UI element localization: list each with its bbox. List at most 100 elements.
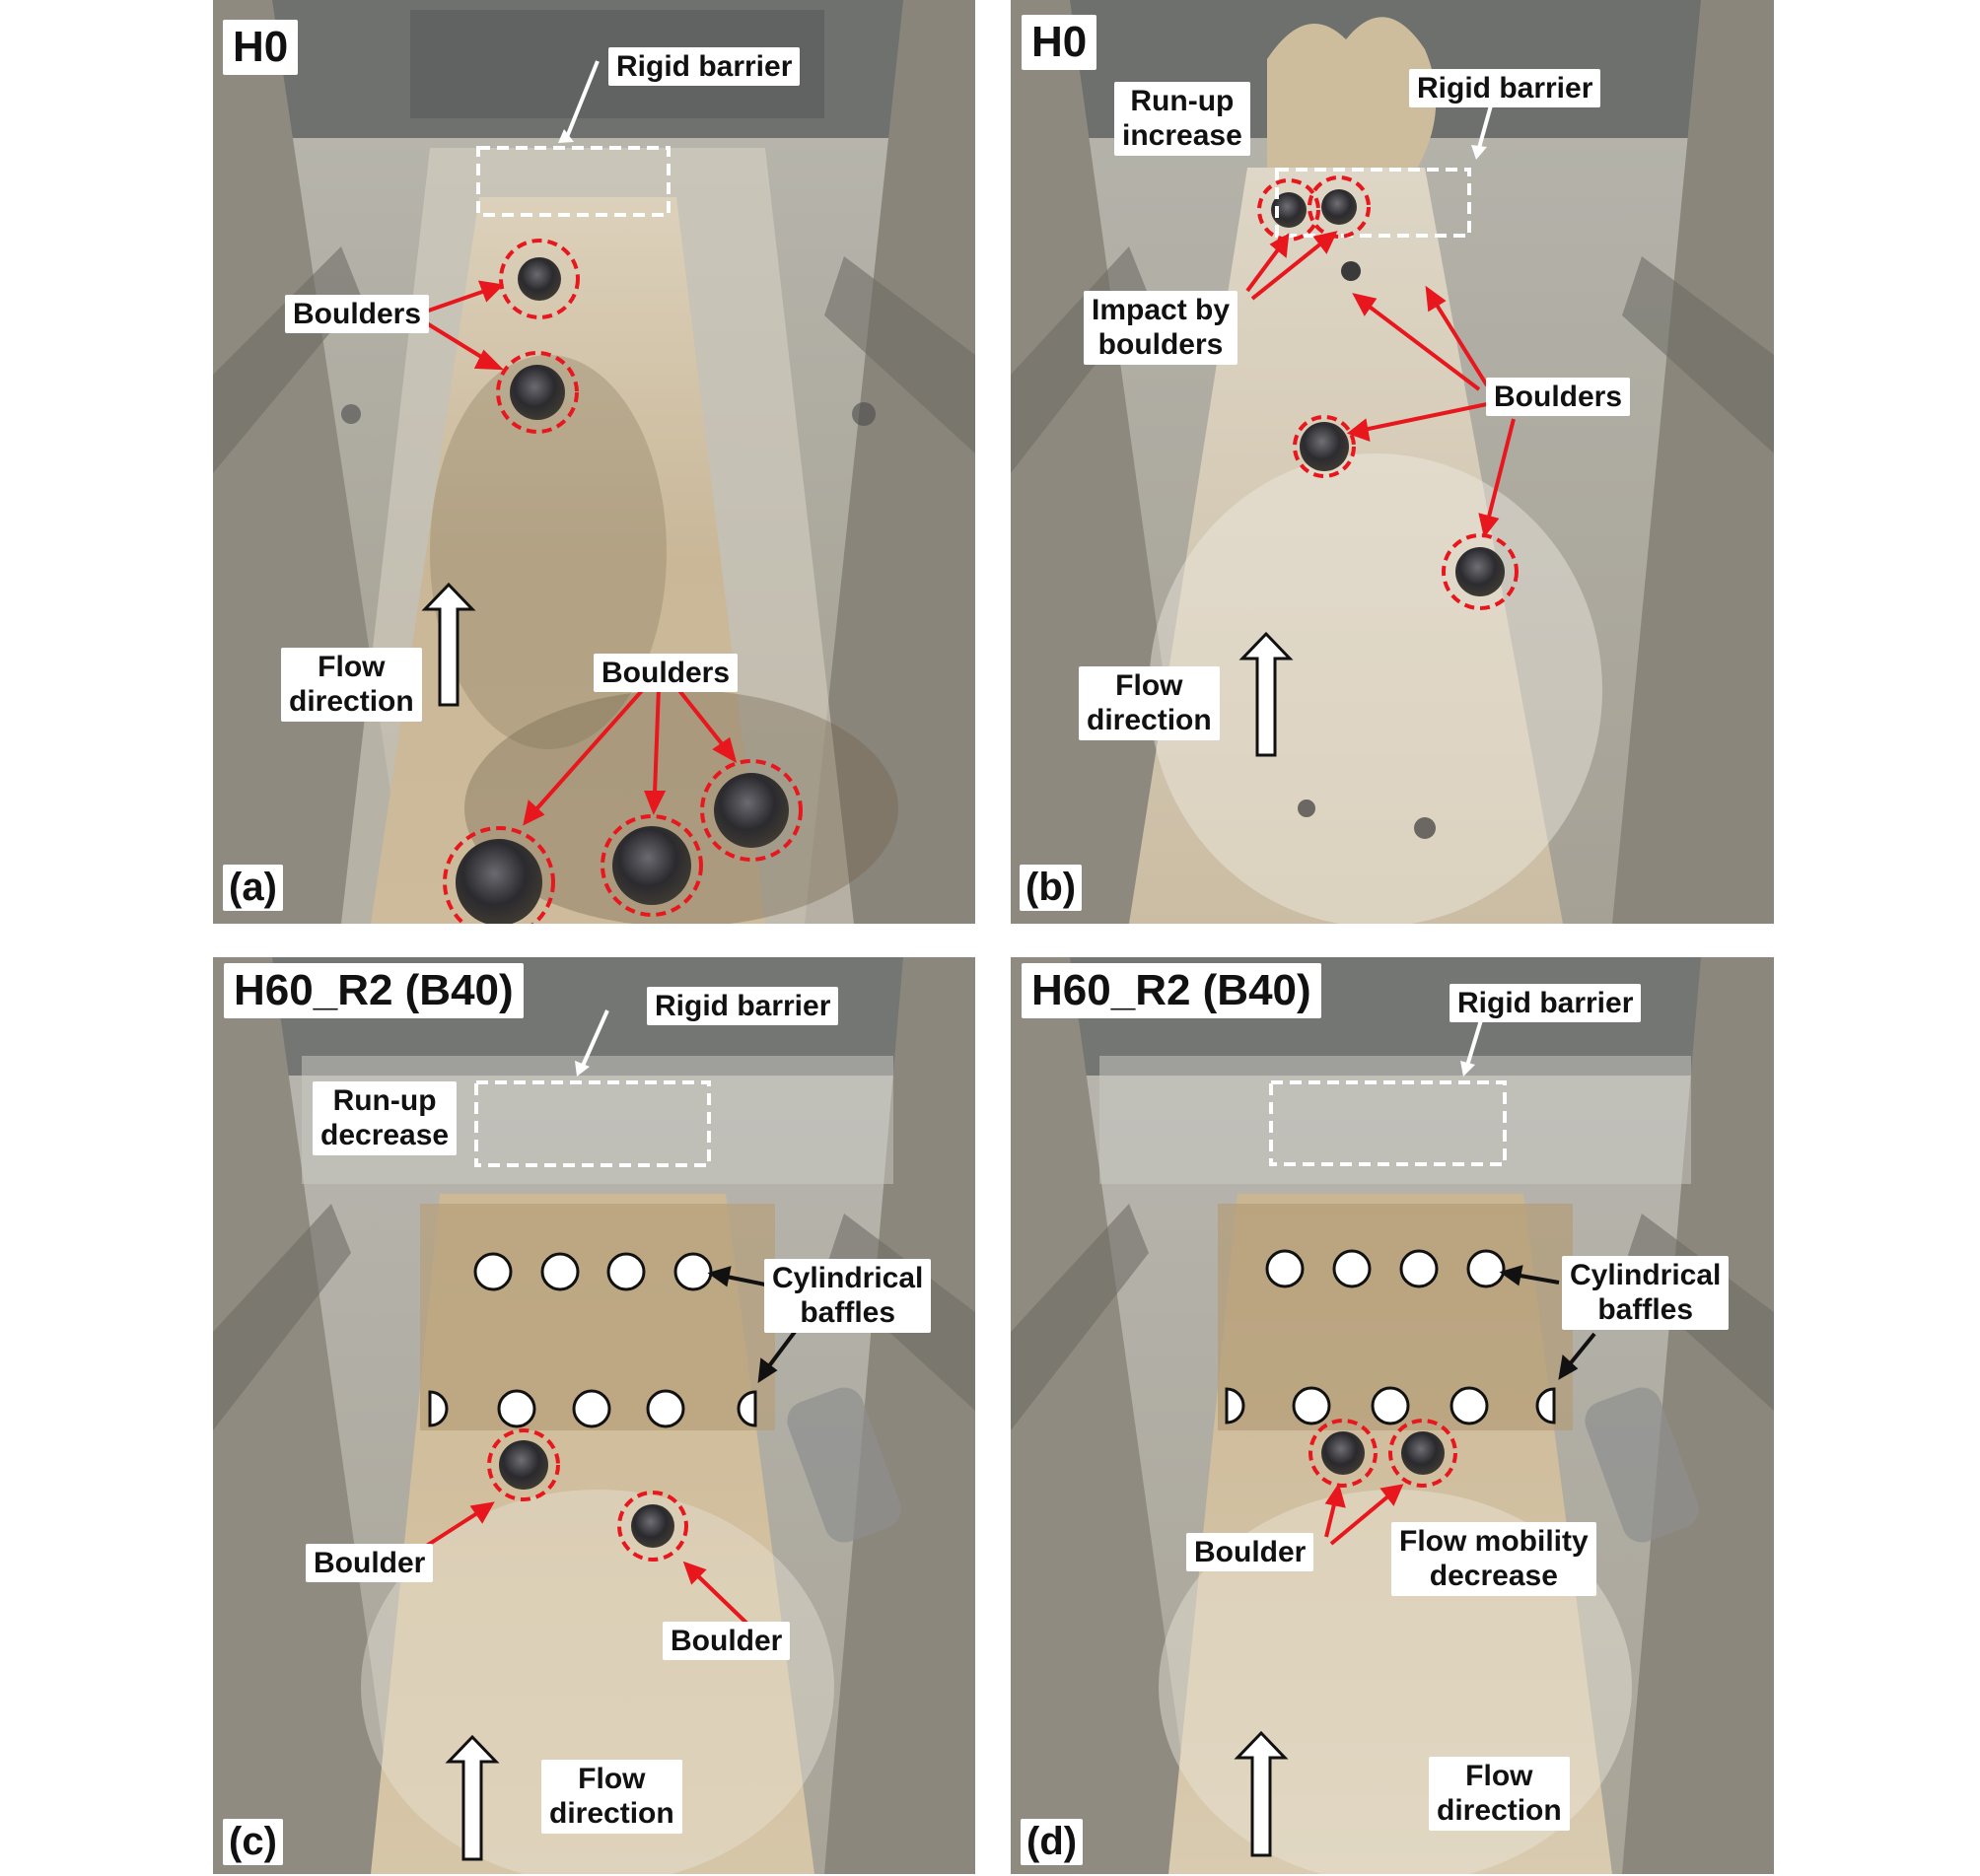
boulder-circle [1388, 1419, 1457, 1488]
arrow-line [1365, 303, 1481, 391]
cylindrical-baffles-label: Cylindrical baffles [1562, 1256, 1730, 1330]
run-up-label: Run-up increase [1114, 82, 1250, 156]
boulder-circle [1257, 178, 1320, 242]
half-baffle [428, 1390, 449, 1427]
boulder-circle [1308, 175, 1371, 239]
boulder-circle [1442, 533, 1519, 610]
arrow-line [1245, 246, 1281, 293]
arrow-head [1379, 1484, 1404, 1506]
boulder-circle [496, 351, 579, 434]
baffle [1292, 1386, 1331, 1425]
arrow-head [473, 349, 505, 371]
baffle [1265, 1249, 1305, 1288]
rigid-barrier-label: Rigid barrier [647, 987, 839, 1026]
arrow-line [1329, 1493, 1392, 1546]
rigid-barrier-outline [1275, 168, 1471, 238]
arrow-head [712, 736, 738, 764]
arrow-head [1499, 1265, 1523, 1286]
annotation-overlay-d [1225, 1009, 1596, 1857]
arrow-head [469, 1501, 495, 1524]
cylindrical-baffles-c [428, 1252, 757, 1428]
boulder-circles-d [1308, 1419, 1457, 1488]
rigid-barrier-outline [1269, 1080, 1507, 1166]
panel-title: H0 [223, 20, 299, 75]
arrow-line [1250, 241, 1324, 301]
panel-tag: (b) [1020, 865, 1083, 912]
arrow-line [693, 1571, 753, 1630]
annotation-overlay-b [1238, 104, 1519, 757]
flow-direction-arrow [445, 1734, 500, 1861]
panel-b: H0 Run-up increase Rigid barrier Impact … [1011, 0, 1774, 924]
baffle [540, 1252, 580, 1291]
arrow-head [1312, 231, 1338, 254]
panel-c: H60_R2 (B40) Rigid barrier Run-up decrea… [213, 957, 975, 1874]
impact-by-boulders-label: Impact by boulders [1084, 291, 1238, 365]
flow-direction-label: Flow direction [1429, 1757, 1570, 1831]
arrow-line [1324, 1499, 1337, 1538]
arrow-head [644, 791, 667, 815]
boulder-arrows-b [1346, 285, 1516, 538]
boulder-arrows-a [419, 280, 738, 826]
boulder-circle [499, 239, 580, 319]
panel-tag: (c) [223, 1819, 283, 1866]
baffle [572, 1389, 611, 1428]
boulder-circle [601, 814, 703, 917]
baffle [606, 1252, 646, 1291]
panel-d: H60_R2 (B40) Rigid barrier Cylindrical b… [1011, 957, 1774, 1874]
boulder-circle [1308, 1419, 1378, 1488]
arrow-line [419, 289, 486, 315]
flow-direction-label: Flow direction [1079, 666, 1220, 740]
rigid-barrier-outline [474, 1080, 711, 1167]
baffle [1450, 1386, 1489, 1425]
flow-direction-label: Flow direction [541, 1760, 682, 1834]
boulder-circles-a [443, 239, 803, 924]
baffle [473, 1252, 513, 1291]
baffle-pointers-c [707, 1266, 797, 1383]
rigid-barrier-pointer [1477, 104, 1493, 149]
arrow-head [707, 1266, 732, 1287]
flow-direction-arrow [1238, 631, 1294, 757]
rigid-barrier-pointer [565, 60, 600, 138]
cylindrical-baffles-d [1225, 1249, 1556, 1425]
half-baffle [737, 1390, 757, 1427]
arrow-head [1425, 285, 1447, 313]
cylindrical-baffles-label: Cylindrical baffles [764, 1259, 932, 1333]
boulder-label: Boulder [1186, 1533, 1314, 1572]
baffle [497, 1389, 536, 1428]
rigid-barrier-label: Rigid barrier [1409, 69, 1601, 108]
rigid-barrier-pointer-head [558, 129, 574, 143]
boulder-circle [1293, 415, 1356, 478]
arrow-line [420, 318, 488, 362]
boulder-circle [487, 1428, 560, 1501]
panel-tag: (d) [1021, 1819, 1084, 1866]
flow-direction-arrow [1234, 1730, 1289, 1857]
rigid-barrier-label: Rigid barrier [1450, 984, 1642, 1023]
baffle [1371, 1386, 1410, 1425]
baffle [1399, 1249, 1439, 1288]
boulders-label: Boulders [285, 295, 430, 334]
boulder-label: Boulder [306, 1544, 434, 1583]
arrow-head [1324, 1483, 1346, 1508]
impact-arrows-b [1245, 231, 1338, 301]
arrow-head [757, 1357, 778, 1383]
arrow-line [533, 683, 649, 812]
arrow-head [682, 1561, 707, 1585]
annotation-overlay-c [398, 1009, 797, 1861]
arrow-head [1269, 233, 1290, 258]
baffle-pointers-d [1499, 1265, 1596, 1380]
boulder-circles-c [487, 1428, 688, 1562]
arrow-line [766, 1330, 797, 1369]
boulder-arrows-c [398, 1501, 753, 1630]
arrow-line [672, 681, 726, 748]
baffle [1466, 1249, 1506, 1288]
boulders-label: Boulders [1486, 378, 1631, 417]
panel-a: H0 Rigid barrier Boulders Boulders Flow … [213, 0, 975, 924]
arrow-head [1478, 513, 1500, 538]
boulder-circles-b [1257, 175, 1519, 610]
baffle [673, 1252, 713, 1291]
boulder-arrows-d [1324, 1483, 1404, 1546]
half-baffle [1535, 1387, 1556, 1424]
boulder-circle [443, 826, 555, 924]
arrow-line [1486, 418, 1516, 521]
